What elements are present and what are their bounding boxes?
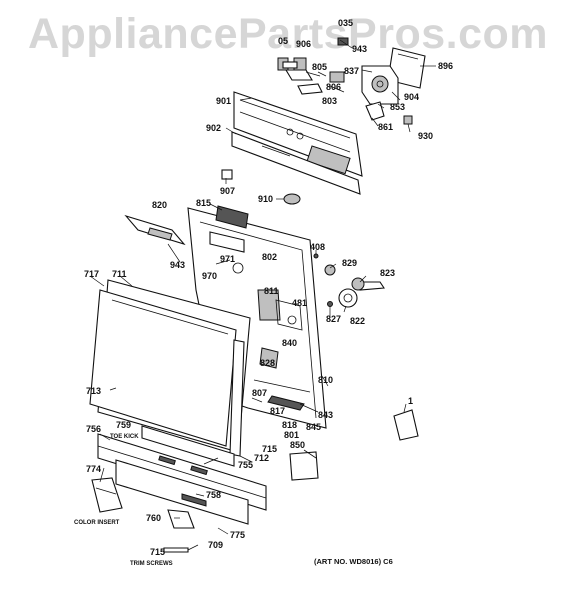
part-901-control-panel — [233, 91, 363, 177]
part-715-trim-screws — [163, 547, 189, 553]
label-907: 907 — [220, 186, 235, 196]
part-829-gear — [324, 264, 336, 276]
part-910-button — [283, 193, 301, 205]
part-756-toe-kick — [97, 433, 267, 511]
part-760-bracket — [167, 509, 195, 529]
label-906: 906 — [296, 39, 311, 49]
part-713-outer-panel — [89, 289, 237, 447]
label-408: 408 — [310, 242, 325, 252]
label-818: 818 — [282, 420, 297, 430]
label-840: 840 — [282, 338, 297, 348]
part-035-cap — [337, 37, 349, 46]
label-904: 904 — [404, 92, 419, 102]
label-803: 803 — [322, 96, 337, 106]
leader-lines — [89, 39, 436, 553]
label-823: 823 — [380, 268, 395, 278]
label-815: 815 — [196, 198, 211, 208]
label-774: 774 — [86, 464, 101, 474]
part-759-toe-kick-bracket — [141, 425, 235, 467]
part-774-color-insert — [91, 477, 123, 513]
label-802: 802 — [262, 252, 277, 262]
label-837: 837 — [344, 66, 359, 76]
label-943-mid: 943 — [170, 260, 185, 270]
part-805-bracket — [285, 69, 313, 81]
watermark: AppliancePartsPros.com — [28, 10, 549, 58]
part-823-shaft — [351, 277, 385, 291]
part-850-cover — [289, 449, 319, 481]
label-811: 811 — [264, 286, 279, 296]
label-810: 810 — [318, 375, 333, 385]
label-756: 756 — [86, 424, 101, 434]
label-817: 817 — [270, 406, 285, 416]
part-806-knob — [329, 71, 345, 83]
label-758: 758 — [206, 490, 221, 500]
caption-color-insert: COLOR INSERT — [74, 520, 120, 526]
label-971: 971 — [220, 254, 235, 264]
label-930: 930 — [418, 131, 433, 141]
label-943-top: 943 — [352, 44, 367, 54]
label-709: 709 — [208, 540, 223, 550]
label-775: 775 — [230, 530, 245, 540]
label-828: 828 — [260, 358, 275, 368]
part-labels: 035 05 906 943 805 896 837 806 803 853 9… — [74, 18, 453, 567]
part-758-lower-panel — [115, 459, 249, 525]
label-827: 827 — [326, 314, 341, 324]
label-755: 755 — [238, 460, 253, 470]
label-970: 970 — [202, 271, 217, 281]
label-801: 801 — [284, 430, 299, 440]
label-715-upper: 715 — [262, 444, 277, 454]
label-901: 901 — [216, 96, 231, 106]
label-481: 481 — [292, 298, 307, 308]
label-711: 711 — [112, 269, 127, 279]
caption-toe-kick: TOE KICK — [110, 434, 139, 440]
part-803-switch — [297, 83, 323, 95]
label-820: 820 — [152, 200, 167, 210]
label-760: 760 — [146, 513, 161, 523]
part-907-clip — [221, 169, 233, 180]
part-837-timer — [361, 65, 399, 105]
label-713: 713 — [86, 386, 101, 396]
label-850: 850 — [290, 440, 305, 450]
label-910: 910 — [258, 194, 273, 204]
label-902: 902 — [206, 123, 221, 133]
part-930-nut — [403, 115, 413, 125]
label-853: 853 — [390, 102, 405, 112]
label-1: 1 — [408, 396, 413, 406]
label-807: 807 — [252, 388, 267, 398]
label-805: 805 — [312, 62, 327, 72]
caption-trim-screws: TRIM SCREWS — [130, 561, 173, 567]
part-820-handle — [124, 214, 186, 246]
part-408-screw — [313, 253, 319, 259]
label-845: 845 — [306, 422, 321, 432]
part-822-wheel — [338, 288, 358, 308]
part-906-clips — [277, 57, 307, 71]
part-861-cam — [365, 101, 385, 121]
label-843: 843 — [318, 410, 333, 420]
label-829: 829 — [342, 258, 357, 268]
label-806: 806 — [326, 82, 341, 92]
label-715-lower: 715 — [150, 547, 165, 557]
label-035: 035 — [338, 18, 353, 28]
art-number: (ART NO. WD8016) C6 — [314, 557, 393, 566]
label-717: 717 — [84, 269, 99, 279]
part-902-panel — [231, 131, 361, 195]
label-759: 759 — [116, 420, 131, 430]
label-822: 822 — [350, 316, 365, 326]
part-1-manual — [393, 409, 419, 441]
label-05: 05 — [278, 36, 288, 46]
label-896: 896 — [438, 61, 453, 71]
label-712: 712 — [254, 453, 269, 463]
label-861: 861 — [378, 122, 393, 132]
part-827-screw — [327, 301, 333, 307]
